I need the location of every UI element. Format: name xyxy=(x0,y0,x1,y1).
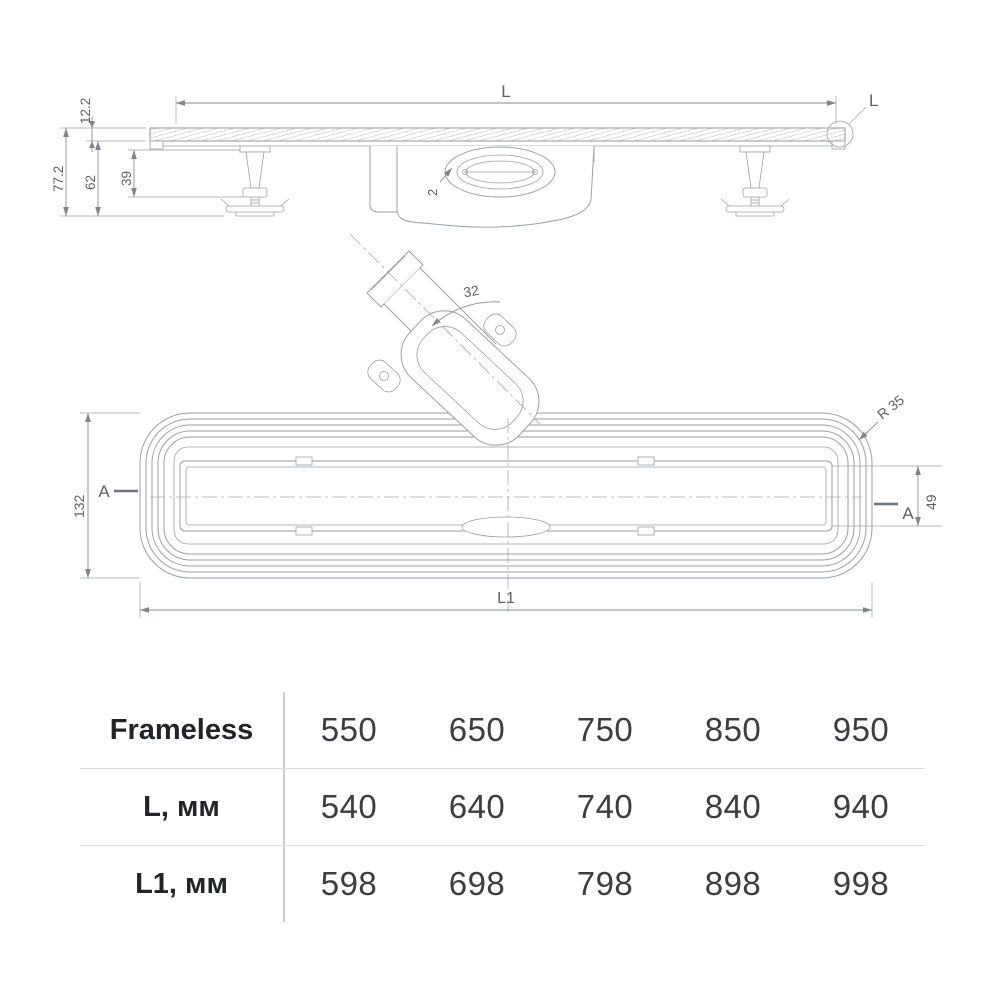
trap-body: 2 xyxy=(369,145,595,228)
dim-body-height: 62 xyxy=(83,175,98,190)
dim-total-height: 77.2 xyxy=(51,166,66,192)
dim-top-height: 12.2 xyxy=(78,98,93,124)
table-cell: 598 xyxy=(320,865,378,902)
dim-overall-length: L xyxy=(175,82,837,124)
dim-radius-label: R 35 xyxy=(874,391,907,422)
table-cell: 650 xyxy=(448,711,506,748)
trap-housing xyxy=(400,310,540,446)
detail-label: L xyxy=(869,91,878,110)
row-label-frameless: Frameless xyxy=(80,692,285,768)
dim-grate-width-label: 49 xyxy=(923,494,939,510)
row-label-L1: L1, мм xyxy=(80,846,285,922)
table-cell: 998 xyxy=(832,865,890,902)
table-cell: 798 xyxy=(576,865,634,902)
table-row-L1: L1, мм 598 698 798 898 998 xyxy=(80,845,925,922)
clip xyxy=(295,456,313,466)
ear-hole-right xyxy=(495,325,505,335)
table-row-L: L, мм 540 640 740 840 940 xyxy=(80,768,925,845)
outlet-assembly: 32 xyxy=(366,250,540,446)
dim-leg-height: 39 xyxy=(119,171,134,186)
table-cell: 750 xyxy=(576,711,634,748)
table-cell: 840 xyxy=(704,788,762,825)
outlet-silhouette xyxy=(461,516,551,538)
table-cell: 640 xyxy=(448,788,506,825)
clip xyxy=(295,526,313,536)
table-cell: 950 xyxy=(832,711,890,748)
dim-pipe-diameter: 32 xyxy=(462,282,480,300)
table-cell: 898 xyxy=(704,865,762,902)
dim-width-label: 132 xyxy=(71,494,87,518)
end-cap-right xyxy=(831,140,846,150)
table-cell: 550 xyxy=(320,711,378,748)
dim-heights: 12.2 77.2 62 39 xyxy=(51,98,243,217)
table-cell: 540 xyxy=(320,788,378,825)
ear-hole-left xyxy=(379,371,389,381)
table-cell: 698 xyxy=(448,865,506,902)
dim-length-label-plan: L1 xyxy=(497,590,515,607)
section-label-right: A xyxy=(902,504,914,523)
grate-frame xyxy=(179,456,833,538)
section-marks: A A xyxy=(98,482,914,523)
row-label-L: L, мм xyxy=(80,769,285,845)
end-cap-left xyxy=(149,140,164,150)
dim-grate-width: 49 xyxy=(832,465,942,527)
table-cell: 850 xyxy=(704,711,762,748)
support-leg-right xyxy=(720,145,790,217)
grate-strip xyxy=(149,127,846,142)
section-label-left: A xyxy=(98,482,110,501)
side-view: 2 L L 12.2 77.2 xyxy=(51,82,878,228)
plan-view: 32 132 A A xyxy=(71,233,942,618)
dim-wall-thickness: 2 xyxy=(425,189,440,196)
table-cell: 940 xyxy=(832,788,890,825)
dim-length-label: L xyxy=(501,82,510,101)
technical-drawing: 2 L L 12.2 77.2 xyxy=(51,82,942,618)
detail-callout: L xyxy=(826,91,878,148)
table-row-frameless: Frameless 550 650 750 850 950 xyxy=(80,692,925,768)
dim-corner-radius: R 35 xyxy=(858,391,907,441)
table-cell: 740 xyxy=(576,788,634,825)
centerline-pipe xyxy=(349,233,541,425)
clip xyxy=(637,456,655,466)
dim-overall-length-plan: L1 xyxy=(139,582,873,618)
clip xyxy=(637,526,655,536)
size-table: Frameless 550 650 750 850 950 L, мм 540 … xyxy=(80,692,925,922)
support-leg-left xyxy=(220,145,290,217)
dim-body-width: 132 xyxy=(71,412,140,579)
